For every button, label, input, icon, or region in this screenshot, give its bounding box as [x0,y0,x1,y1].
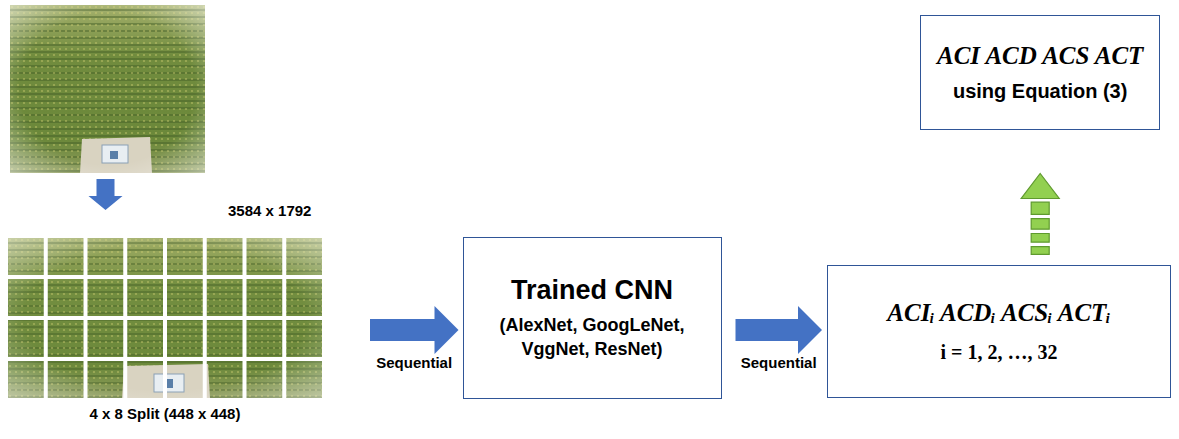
box-heading: Trained CNN [511,275,673,306]
crop-rows [10,5,205,173]
arrow-part [370,306,459,354]
tile-vignette [8,238,322,398]
arrow-part [1021,174,1059,199]
box-body: i = 1, 2, …, 32 [941,341,1058,364]
image-caption: 3584 x 1792 [228,202,311,219]
box-heading: ACI ACD ACS ACT [937,42,1143,70]
block-arrow [736,306,823,354]
arrow-part [1031,219,1049,230]
crop-tassels [10,5,205,173]
dashed-block-arrow [1021,174,1059,255]
block-arrow [89,179,123,210]
tile-rows [8,238,322,398]
split-tile-grid [8,238,322,398]
edge-label: Sequential [374,354,454,371]
arrow-part [1031,247,1049,255]
per-tile-result-box: ACIᵢ ACDᵢ ACSᵢ ACTᵢ i = 1, 2, …, 32 [827,265,1171,398]
tile-ground [8,238,322,398]
tile-gaps [8,238,322,398]
image-caption: 4 x 8 Split (448 x 448) [8,405,322,422]
final-result-box: ACI ACD ACS ACT using Equation (3) [920,15,1160,130]
box-body: using Equation (3) [953,80,1127,103]
block-arrow [370,306,459,354]
arrow-part [1031,202,1049,214]
arrow-part [1031,234,1049,243]
source-image: 3584 x 1792 [10,5,205,173]
split-image: 4 x 8 Split (448 x 448) [8,238,322,398]
cnn-box: Trained CNN (AlexNet, GoogLeNet, VggNet, … [463,237,722,399]
tile-tassels [8,238,322,398]
arrow-part [89,179,123,210]
lens-vignette [10,5,205,173]
box-heading: ACIᵢ ACDᵢ ACSᵢ ACTᵢ [887,299,1110,327]
arrow-part [736,306,823,354]
box-body: (AlexNet, GoogLeNet, VggNet, ResNet) [480,314,705,361]
edge-label: Sequential [739,354,819,371]
aerial-field-photo [10,5,205,173]
field-ground [10,5,205,173]
